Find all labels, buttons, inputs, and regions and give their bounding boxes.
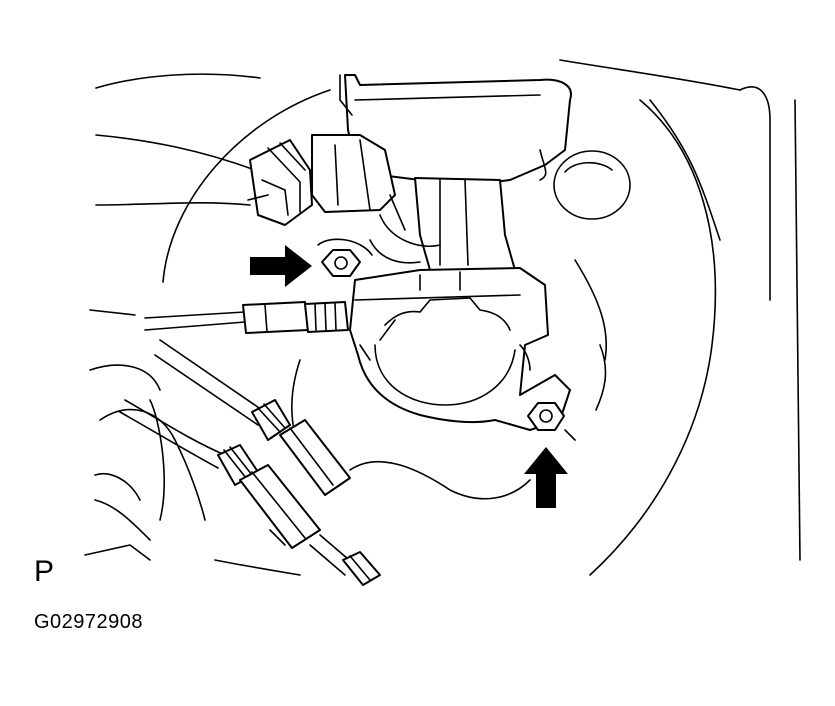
- arrow-right-icon: [250, 245, 312, 287]
- figure-code: G02972908: [34, 611, 144, 633]
- cable-fitting: [144, 301, 349, 334]
- caliper-housing: [311, 74, 572, 271]
- brake-lines: [119, 339, 531, 586]
- backing-plate: [95, 59, 801, 576]
- left-frame-contour: [84, 309, 206, 561]
- arrow-up-icon: [524, 447, 568, 508]
- lower-bolt: [527, 402, 576, 441]
- brake-hose: [95, 134, 313, 226]
- upper-bolt: [317, 238, 373, 277]
- view-label: P: [34, 555, 55, 588]
- mounting-bracket: [349, 267, 571, 431]
